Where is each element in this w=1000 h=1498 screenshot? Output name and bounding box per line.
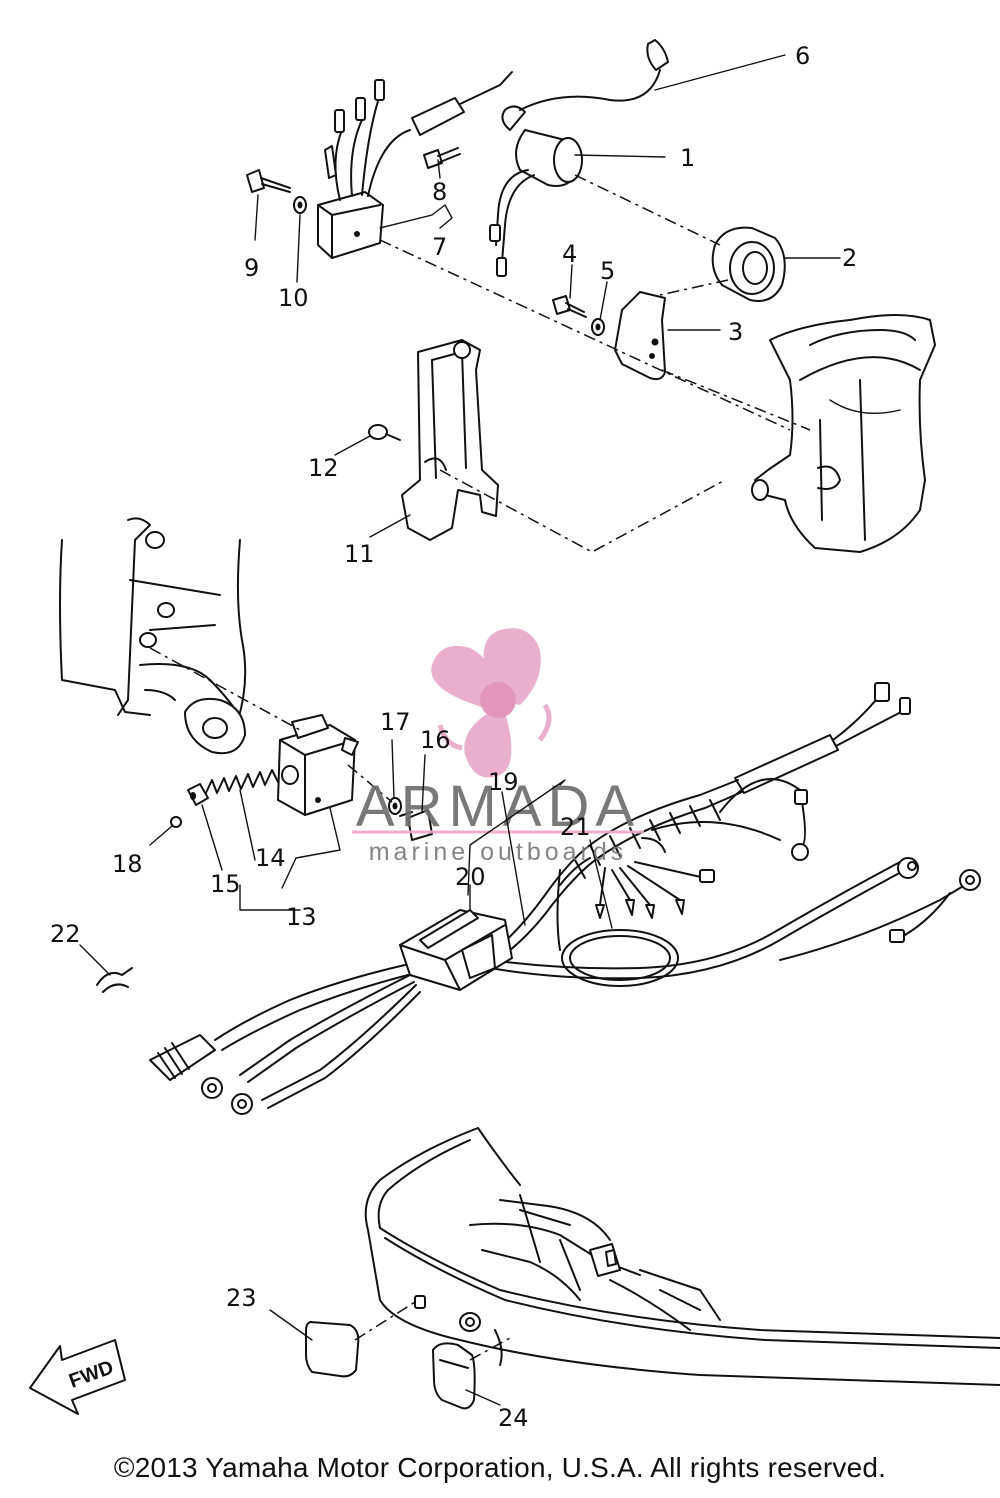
callout-20: 20 (455, 863, 486, 891)
lower-cowling (364, 1127, 1000, 1386)
callout-9: 9 (244, 254, 259, 282)
callout-14: 14 (255, 844, 286, 872)
callout-labels: 1 2 3 4 5 6 7 8 9 10 11 12 13 14 15 16 1… (50, 42, 857, 1432)
engine-block-outline (59, 517, 247, 755)
rectifier-part-7 (317, 71, 513, 259)
watermark-tagline: marine outboards (369, 838, 628, 866)
spring-part-14 (204, 769, 279, 796)
callout-8: 8 (432, 178, 447, 206)
leader-rectifier-to-housing (379, 239, 791, 431)
collar-part-15 (187, 783, 209, 806)
leader-plate-to-housing (439, 469, 726, 553)
callout-17: 17 (380, 708, 411, 736)
armada-watermark: ARMADA marine outboards (352, 628, 644, 866)
callout-3: 3 (728, 318, 743, 346)
copyright-notice: ©2013 Yamaha Motor Corporation, U.S.A. A… (113, 1452, 887, 1483)
leader-grommet-24 (469, 1337, 511, 1361)
cdi-unit-part-13 (277, 714, 359, 816)
callout-16: 16 (420, 726, 451, 754)
propeller-logo-icon (431, 628, 552, 778)
callout-6: 6 (795, 42, 810, 70)
leader-cover-to-bracket (659, 279, 729, 296)
clip-part-22 (96, 967, 133, 993)
grommet-part-23 (305, 1321, 360, 1378)
washer-part-10 (293, 196, 307, 214)
callout-10: 10 (278, 284, 309, 312)
leader-cdi-to-washer (347, 764, 393, 803)
leader-grommet-23 (354, 1301, 416, 1341)
bracket-part-3 (614, 291, 666, 381)
callout-24: 24 (498, 1404, 529, 1432)
callout-23: 23 (226, 1284, 257, 1312)
callout-21: 21 (560, 813, 591, 841)
screw-part-12 (368, 424, 401, 441)
mounting-plate-part-11 (401, 339, 499, 541)
callout-11: 11 (344, 540, 375, 568)
engine-bracket-housing (751, 314, 936, 553)
bolt-part-9 (246, 169, 291, 193)
callout-13: 13 (286, 903, 317, 931)
callout-leaders (79, 54, 841, 1406)
callout-22: 22 (50, 920, 81, 948)
ring-part-18 (170, 816, 182, 828)
bolt-part-4 (552, 295, 587, 318)
callout-19: 19 (488, 768, 519, 796)
washer-part-5 (591, 318, 605, 336)
callout-12: 12 (308, 454, 339, 482)
leader-engine-to-cdi (149, 647, 301, 731)
relay-cover-part-2 (711, 226, 786, 302)
leader-bracket-to-housing (661, 369, 811, 431)
callout-1: 1 (680, 144, 695, 172)
callout-4: 4 (562, 240, 577, 268)
starter-relay-part-1 (489, 39, 669, 277)
grommet-part-24 (432, 1342, 476, 1410)
leader-relay-to-cover (574, 174, 721, 246)
callout-15: 15 (210, 870, 241, 898)
callout-5: 5 (600, 257, 615, 285)
bolt-part-8 (423, 147, 461, 169)
callout-7: 7 (432, 233, 447, 261)
connector-part-20 (399, 909, 513, 991)
fwd-arrow: FWD (29, 1339, 126, 1415)
main-harness-leads (149, 964, 421, 1115)
callout-18: 18 (112, 850, 143, 878)
callout-2: 2 (842, 244, 857, 272)
